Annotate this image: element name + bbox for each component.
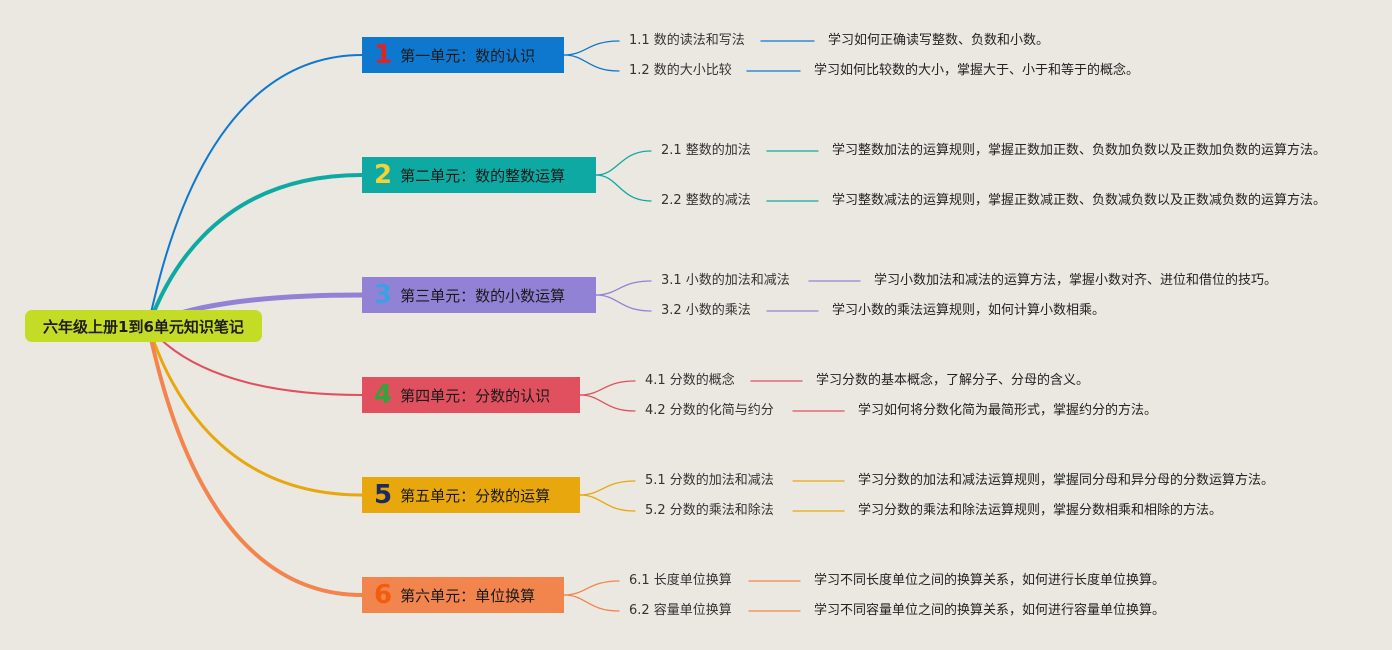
unit-number-3: 3 — [374, 280, 393, 310]
subtopic-description-5-1: 学习分数的加法和减法运算规则，掌握同分母和异分母的分数运算方法。 — [858, 473, 1275, 488]
unit-number-5: 5 — [374, 480, 393, 510]
unit-node-2[interactable]: 2 第二单元：数的整数运算 — [362, 157, 596, 193]
unit-label-5: 第五单元：分数的运算 — [400, 486, 551, 505]
subtopic-3-1[interactable]: 3.1 小数的加法和减法 — [661, 273, 790, 288]
sub-connector-1-2 — [563, 54, 620, 72]
subtopic-description-3-1: 学习小数加法和减法的运算方法，掌握小数对齐、进位和借位的技巧。 — [874, 273, 1278, 288]
sub-connector-5-2 — [579, 494, 636, 512]
subtopic-description-2-1: 学习整数加法的运算规则，掌握正数加正数、负数加负数以及正数加负数的运算方法。 — [832, 143, 1327, 158]
sub-connector-4-1 — [579, 380, 636, 396]
branch-line-unit-1 — [147, 54, 363, 327]
sub-connector-2-2 — [595, 174, 652, 202]
sub-connector-6-2 — [563, 594, 620, 612]
branch-line-unit-5 — [146, 324, 364, 497]
subtopic-description-4-2: 学习如何将分数化简为最简形式，掌握约分的方法。 — [858, 403, 1158, 418]
unit-node-5[interactable]: 5 第五单元：分数的运算 — [362, 477, 580, 513]
unit-node-6[interactable]: 6 第六单元：单位换算 — [362, 577, 564, 613]
unit-node-4[interactable]: 4 第四单元：分数的认识 — [362, 377, 580, 413]
subtopic-description-5-2: 学习分数的乘法和除法运算规则，掌握分数相乘和相除的方法。 — [858, 503, 1223, 518]
subtopic-description-1-2: 学习如何比较数的大小，掌握大于、小于和等于的概念。 — [814, 63, 1140, 78]
unit-label-2: 第二单元：数的整数运算 — [400, 166, 566, 185]
subtopic-description-3-2: 学习小数的乘法运算规则，如何计算小数相乘。 — [832, 303, 1106, 318]
sub-connector-6-1 — [563, 580, 620, 596]
subtopic-4-1[interactable]: 4.1 分数的概念 — [645, 373, 735, 388]
unit-number-2: 2 — [374, 160, 393, 190]
subtopic-4-2[interactable]: 4.2 分数的化简与约分 — [645, 403, 774, 418]
subtopic-description-6-1: 学习不同长度单位之间的换算关系，如何进行长度单位换算。 — [814, 573, 1166, 588]
branch-line-unit-2 — [146, 173, 364, 328]
unit-number-1: 1 — [374, 40, 393, 70]
subtopic-2-2[interactable]: 2.2 整数的减法 — [661, 193, 751, 208]
subtopic-5-2[interactable]: 5.2 分数的乘法和除法 — [645, 503, 774, 518]
root-node[interactable]: 六年级上册1到6单元知识笔记 — [25, 310, 262, 342]
sub-connector-3-2 — [595, 294, 652, 312]
subtopic-2-1[interactable]: 2.1 整数的加法 — [661, 143, 751, 158]
unit-number-4: 4 — [374, 380, 393, 410]
sub-connector-3-1 — [595, 280, 652, 296]
subtopic-5-1[interactable]: 5.1 分数的加法和减法 — [645, 473, 774, 488]
subtopic-1-2[interactable]: 1.2 数的大小比较 — [629, 63, 732, 78]
sub-connector-1-1 — [563, 40, 620, 56]
subtopic-description-6-2: 学习不同容量单位之间的换算关系，如何进行容量单位换算。 — [814, 603, 1166, 618]
subtopic-description-2-2: 学习整数减法的运算规则，掌握正数减正数、负数减负数以及正数减负数的运算方法。 — [832, 193, 1327, 208]
subtopic-3-2[interactable]: 3.2 小数的乘法 — [661, 303, 751, 318]
unit-label-1: 第一单元：数的认识 — [400, 46, 536, 65]
subtopic-1-1[interactable]: 1.1 数的读法和写法 — [629, 33, 745, 48]
sub-connector-2-1 — [595, 150, 652, 176]
sub-connector-4-2 — [579, 394, 636, 412]
branch-line-unit-6 — [146, 324, 364, 597]
unit-label-6: 第六单元：单位换算 — [400, 586, 536, 605]
unit-node-1[interactable]: 1 第一单元：数的认识 — [362, 37, 564, 73]
subtopic-description-4-1: 学习分数的基本概念，了解分子、分母的含义。 — [816, 373, 1090, 388]
unit-label-3: 第三单元：数的小数运算 — [400, 286, 566, 305]
subtopic-6-1[interactable]: 6.1 长度单位换算 — [629, 573, 732, 588]
unit-number-6: 6 — [374, 580, 393, 610]
subtopic-description-1-1: 学习如何正确读写整数、负数和小数。 — [828, 33, 1050, 48]
unit-node-3[interactable]: 3 第三单元：数的小数运算 — [362, 277, 596, 313]
subtopic-6-2[interactable]: 6.2 容量单位换算 — [629, 603, 732, 618]
sub-connector-5-1 — [579, 480, 636, 496]
unit-label-4: 第四单元：分数的认识 — [400, 386, 551, 405]
